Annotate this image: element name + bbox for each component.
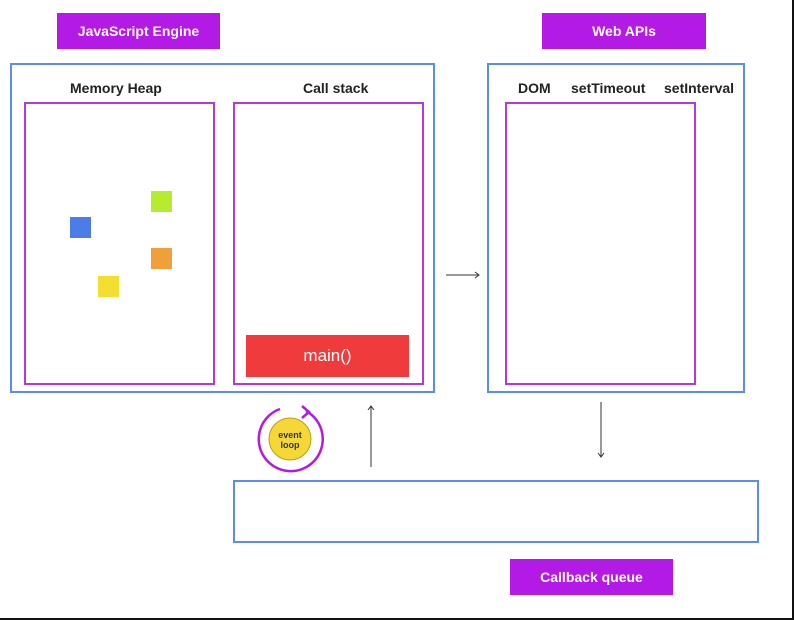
javascript-engine-container — [10, 63, 435, 393]
bottom-border — [0, 618, 794, 620]
web-apis-title: Web APIs — [542, 13, 706, 49]
arrow-to-callback-queue — [597, 402, 605, 458]
call-stack-box — [233, 102, 424, 385]
arrow-to-call-stack — [367, 405, 375, 467]
web-api-dom: DOM — [518, 80, 551, 96]
callback-queue-box — [233, 480, 759, 543]
memory-heap-box — [24, 102, 215, 385]
right-border — [792, 0, 794, 620]
event-loop-label: event loop — [278, 430, 302, 450]
javascript-engine-title: JavaScript Engine — [57, 13, 220, 49]
call-stack-label: Call stack — [303, 80, 369, 96]
memory-heap-label: Memory Heap — [70, 80, 162, 96]
heap-object-orange — [151, 248, 172, 269]
web-api-settimeout: setTimeout — [571, 80, 646, 96]
callback-queue-title: Callback queue — [510, 559, 673, 595]
web-apis-box — [505, 102, 696, 385]
heap-object-yellow — [98, 276, 119, 297]
web-apis-container — [487, 63, 745, 393]
heap-object-blue — [70, 217, 91, 238]
event-loop-icon — [257, 405, 324, 473]
heap-object-green — [151, 191, 172, 212]
arrow-to-web-apis — [446, 271, 480, 279]
web-api-setinterval: setInterval — [664, 80, 735, 96]
call-stack-frame-main: main() — [246, 335, 409, 377]
